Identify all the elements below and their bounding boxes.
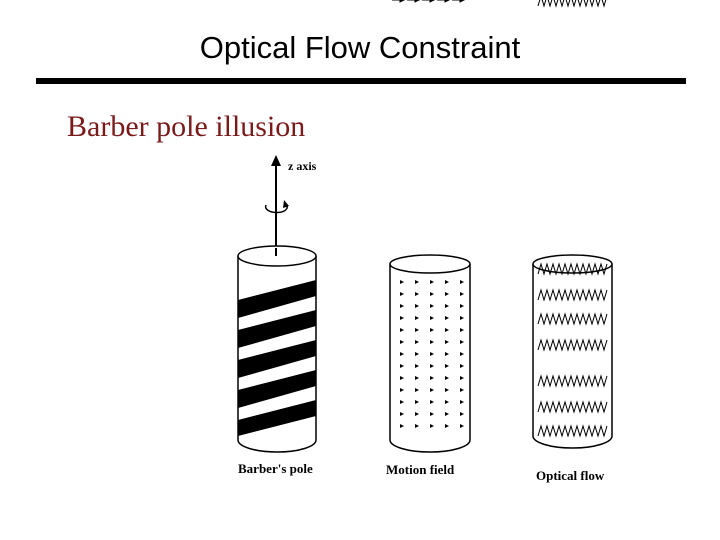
slide-title: Optical Flow Constraint (199, 30, 521, 65)
barber-pole (237, 245, 317, 453)
caption-motion-field: Motion field (386, 462, 455, 477)
z-axis-label: z axis (288, 159, 317, 173)
figure-heading: Barber pole illusion (67, 110, 306, 143)
optical-flow (532, 0, 613, 449)
motion-field (389, 0, 471, 453)
title-divider (36, 78, 686, 84)
caption-barber-pole: Barber's pole (238, 461, 313, 476)
caption-optical-flow: Optical flow (536, 468, 605, 483)
z-axis: z axis (265, 155, 317, 252)
